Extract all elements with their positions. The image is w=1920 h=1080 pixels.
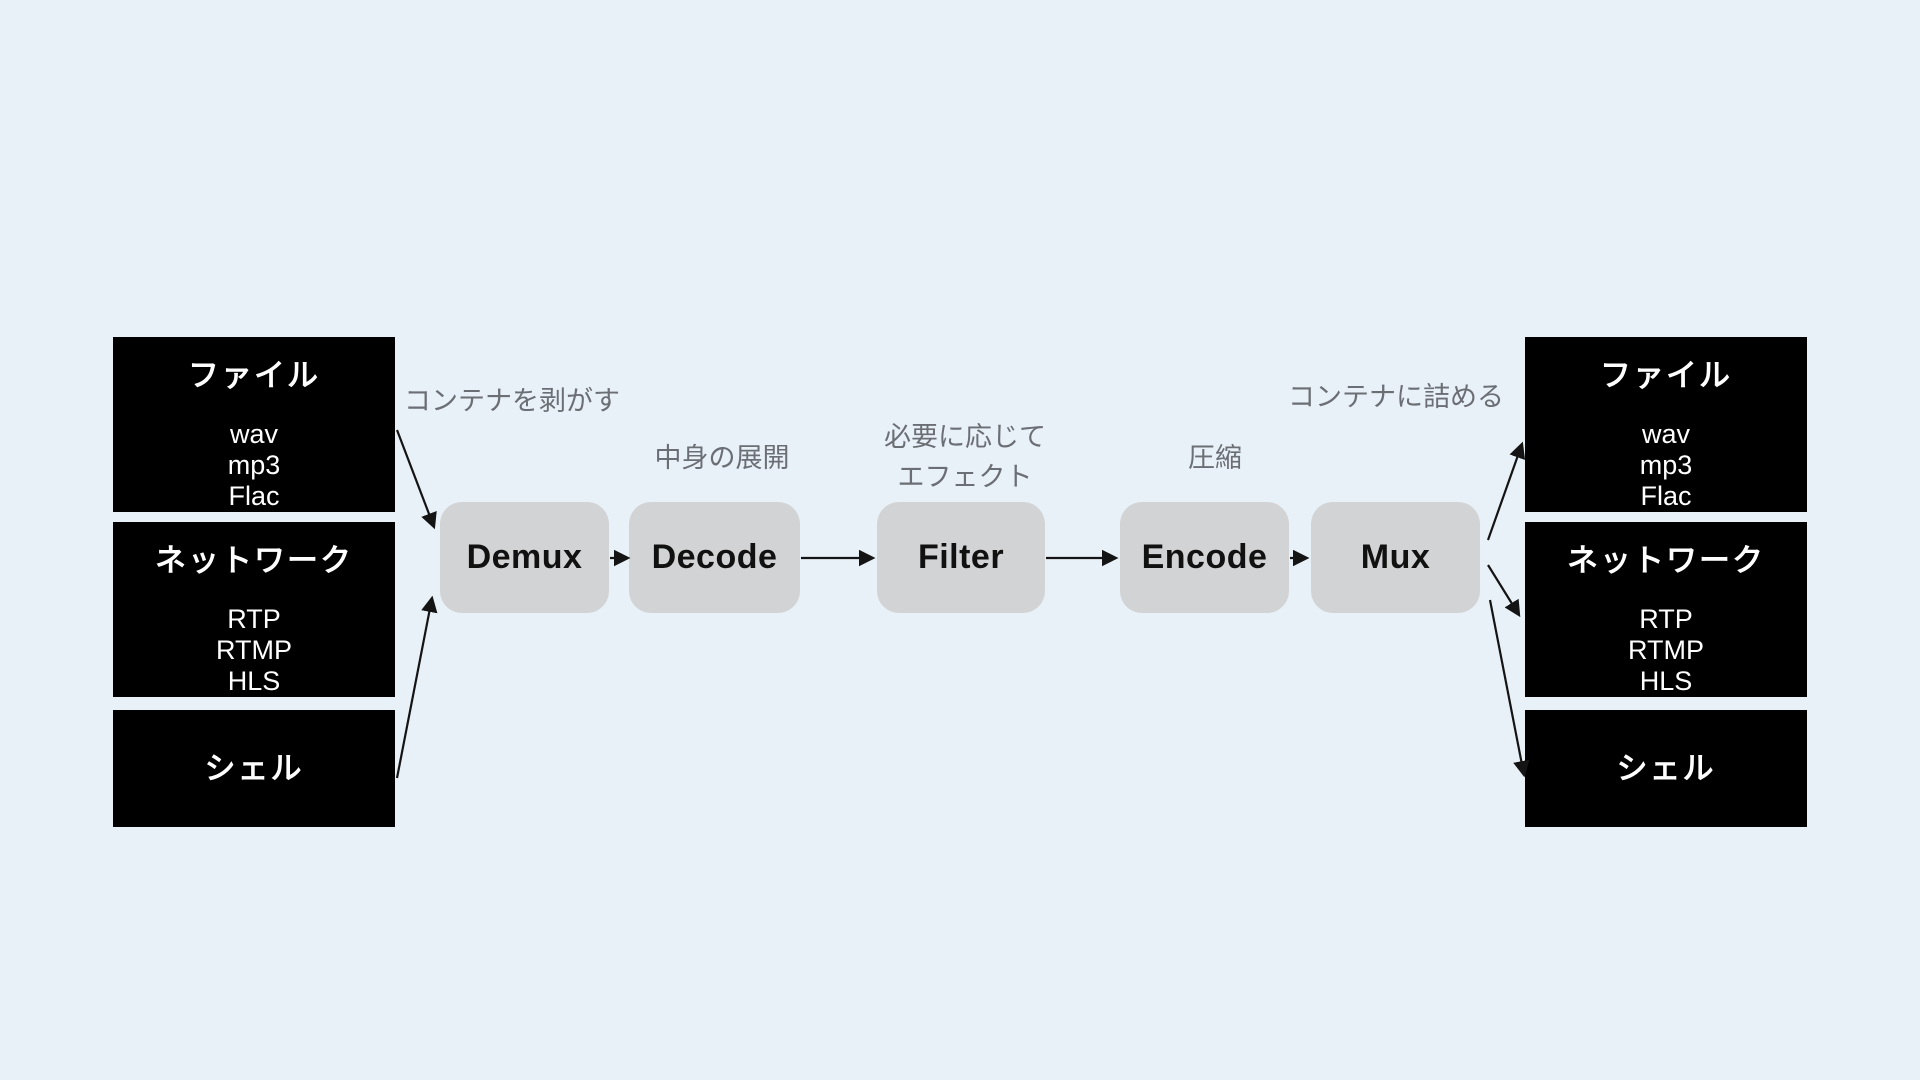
pipeline-node-demux: Demux bbox=[440, 502, 609, 613]
pipeline-node-label: Filter bbox=[917, 538, 1005, 576]
source-box-title: ネットワーク bbox=[155, 543, 353, 578]
format-item: mp3 bbox=[1639, 450, 1693, 480]
annotation-filter-line1: 必要に応じて bbox=[884, 422, 1046, 452]
source-box-items: wav mp3 Flac bbox=[228, 419, 281, 512]
sink-box-title: シェル bbox=[1616, 750, 1716, 786]
source-box-title: ファイル bbox=[188, 358, 320, 393]
annotation-encode: 圧縮 bbox=[1188, 443, 1242, 473]
format-item: RTP bbox=[1639, 604, 1693, 634]
format-item: HLS bbox=[1639, 666, 1693, 696]
arrow-mux-to-shell bbox=[1488, 599, 1530, 778]
source-box-network-left: ネットワーク RTP RTMP HLS bbox=[113, 522, 395, 697]
pipeline-node-encode: Encode bbox=[1120, 502, 1289, 613]
format-item: wav bbox=[229, 419, 278, 449]
sink-box-title: ネットワーク bbox=[1567, 543, 1765, 578]
pipeline-node-filter: Filter bbox=[877, 502, 1045, 613]
annotation-mux: コンテナに詰める bbox=[1288, 382, 1504, 412]
format-item: wav bbox=[1641, 419, 1690, 449]
arrow-shell-to-demux bbox=[395, 595, 438, 779]
source-box-file-left: ファイル wav mp3 Flac bbox=[113, 337, 395, 512]
format-item: mp3 bbox=[227, 450, 281, 480]
sink-box-network-right: ネットワーク RTP RTMP HLS bbox=[1525, 522, 1807, 697]
sink-box-items: wav mp3 Flac bbox=[1640, 419, 1693, 512]
sink-box-title: ファイル bbox=[1600, 358, 1732, 393]
pipeline-node-label: Encode bbox=[1141, 538, 1268, 576]
format-item: RTP bbox=[227, 604, 281, 634]
format-item: RTMP bbox=[1627, 635, 1704, 665]
annotation-filter: 必要に応じて エフェクト bbox=[884, 417, 1046, 497]
sink-box-file-right: ファイル wav mp3 Flac bbox=[1525, 337, 1807, 512]
arrow-mux-to-file bbox=[1486, 441, 1526, 541]
sink-box-items: RTP RTMP HLS bbox=[1628, 604, 1704, 697]
pipeline-node-decode: Decode bbox=[629, 502, 800, 613]
source-box-shell-left: シェル bbox=[113, 710, 395, 827]
annotation-demux: コンテナを剥がす bbox=[404, 386, 620, 416]
format-item: RTMP bbox=[215, 635, 292, 665]
source-box-items: RTP RTMP HLS bbox=[216, 604, 292, 697]
source-box-title: シェル bbox=[204, 750, 304, 786]
pipeline-node-label: Mux bbox=[1360, 538, 1431, 576]
sink-box-shell-right: シェル bbox=[1525, 710, 1807, 827]
arrow-file-to-demux bbox=[395, 429, 437, 530]
arrow-mux-to-network bbox=[1487, 564, 1521, 618]
pipeline-node-label: Decode bbox=[651, 538, 778, 576]
pipeline-node-label: Demux bbox=[466, 538, 583, 576]
format-item: HLS bbox=[227, 666, 281, 696]
format-item: Flac bbox=[228, 481, 280, 511]
annotation-filter-line2: エフェクト bbox=[897, 462, 1033, 492]
pipeline-node-mux: Mux bbox=[1311, 502, 1480, 613]
format-item: Flac bbox=[1640, 481, 1692, 511]
annotation-decode: 中身の展開 bbox=[654, 443, 790, 473]
